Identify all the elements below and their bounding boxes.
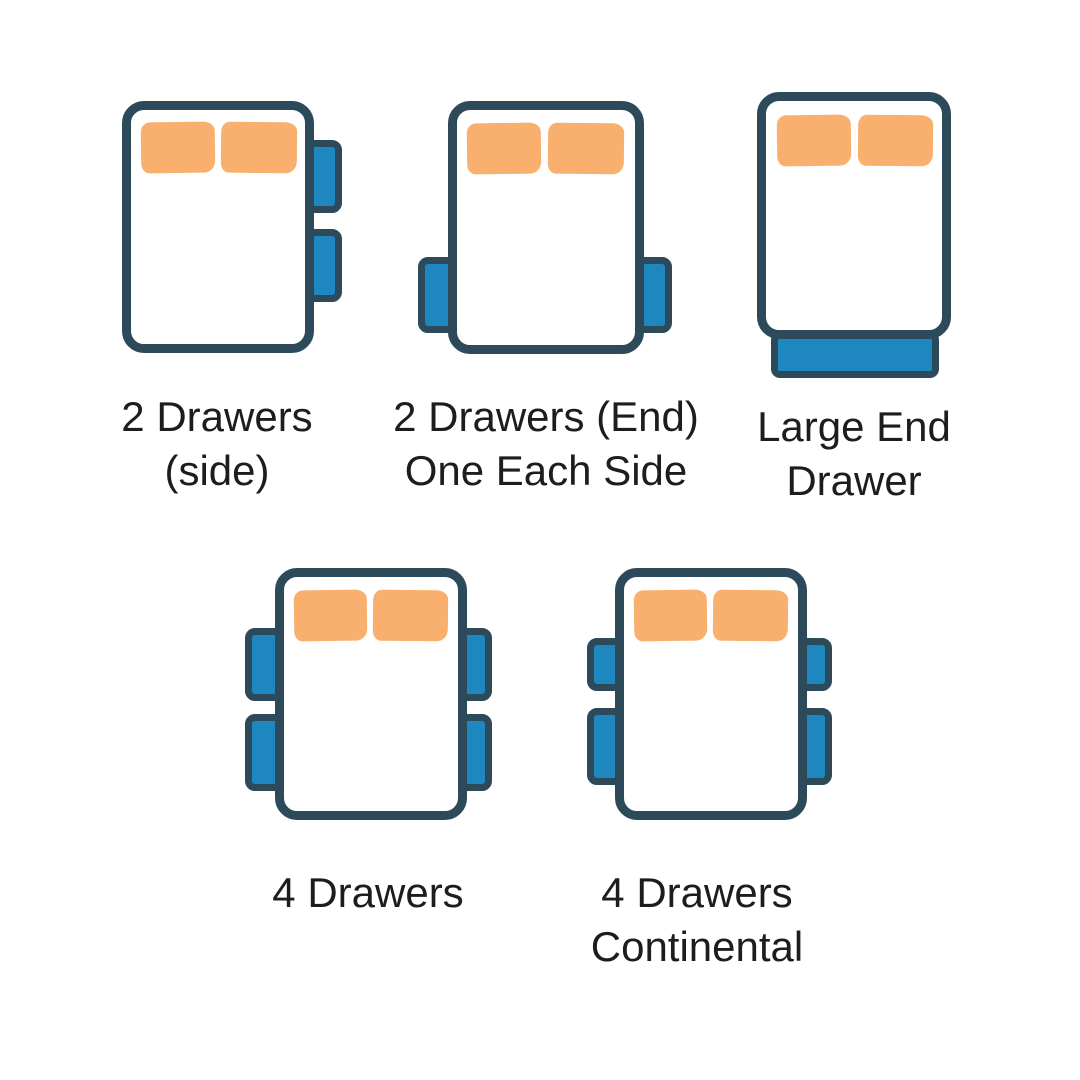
pillow-icon: [547, 122, 625, 175]
figure-label: 4 Drawers: [228, 866, 508, 920]
bed-icon: [757, 92, 951, 339]
figure-label: 2 Drawers (End) One Each Side: [376, 390, 716, 498]
pillow-icon: [372, 589, 449, 642]
pillow-icon: [857, 114, 934, 167]
bed-icon: [122, 101, 314, 353]
label-line: 4 Drawers: [272, 869, 464, 916]
label-line: 4 Drawers: [601, 869, 793, 916]
label-line: One Each Side: [404, 446, 688, 494]
pillow-icon: [466, 122, 542, 175]
pillow-icon: [633, 589, 708, 642]
label-line: (side): [164, 446, 270, 494]
label-line: Large End: [757, 403, 951, 450]
figure-label: 2 Drawers (side): [77, 390, 357, 498]
pillow-icon: [712, 589, 789, 642]
label-line: Continental: [590, 922, 804, 970]
pillow-icon: [140, 121, 216, 174]
label-line: Drawer: [786, 456, 922, 504]
bed-icon: [448, 101, 644, 354]
pillow-icon: [293, 589, 368, 642]
bed-icon: [615, 568, 807, 820]
figure-label: 4 Drawers Continental: [557, 866, 837, 974]
pillow-icon: [220, 121, 298, 174]
bed-icon: [275, 568, 467, 820]
pillow-icon: [776, 114, 852, 167]
label-line: 2 Drawers: [121, 393, 313, 440]
label-line: 2 Drawers (End): [393, 393, 699, 440]
figure-label: Large End Drawer: [714, 400, 994, 508]
